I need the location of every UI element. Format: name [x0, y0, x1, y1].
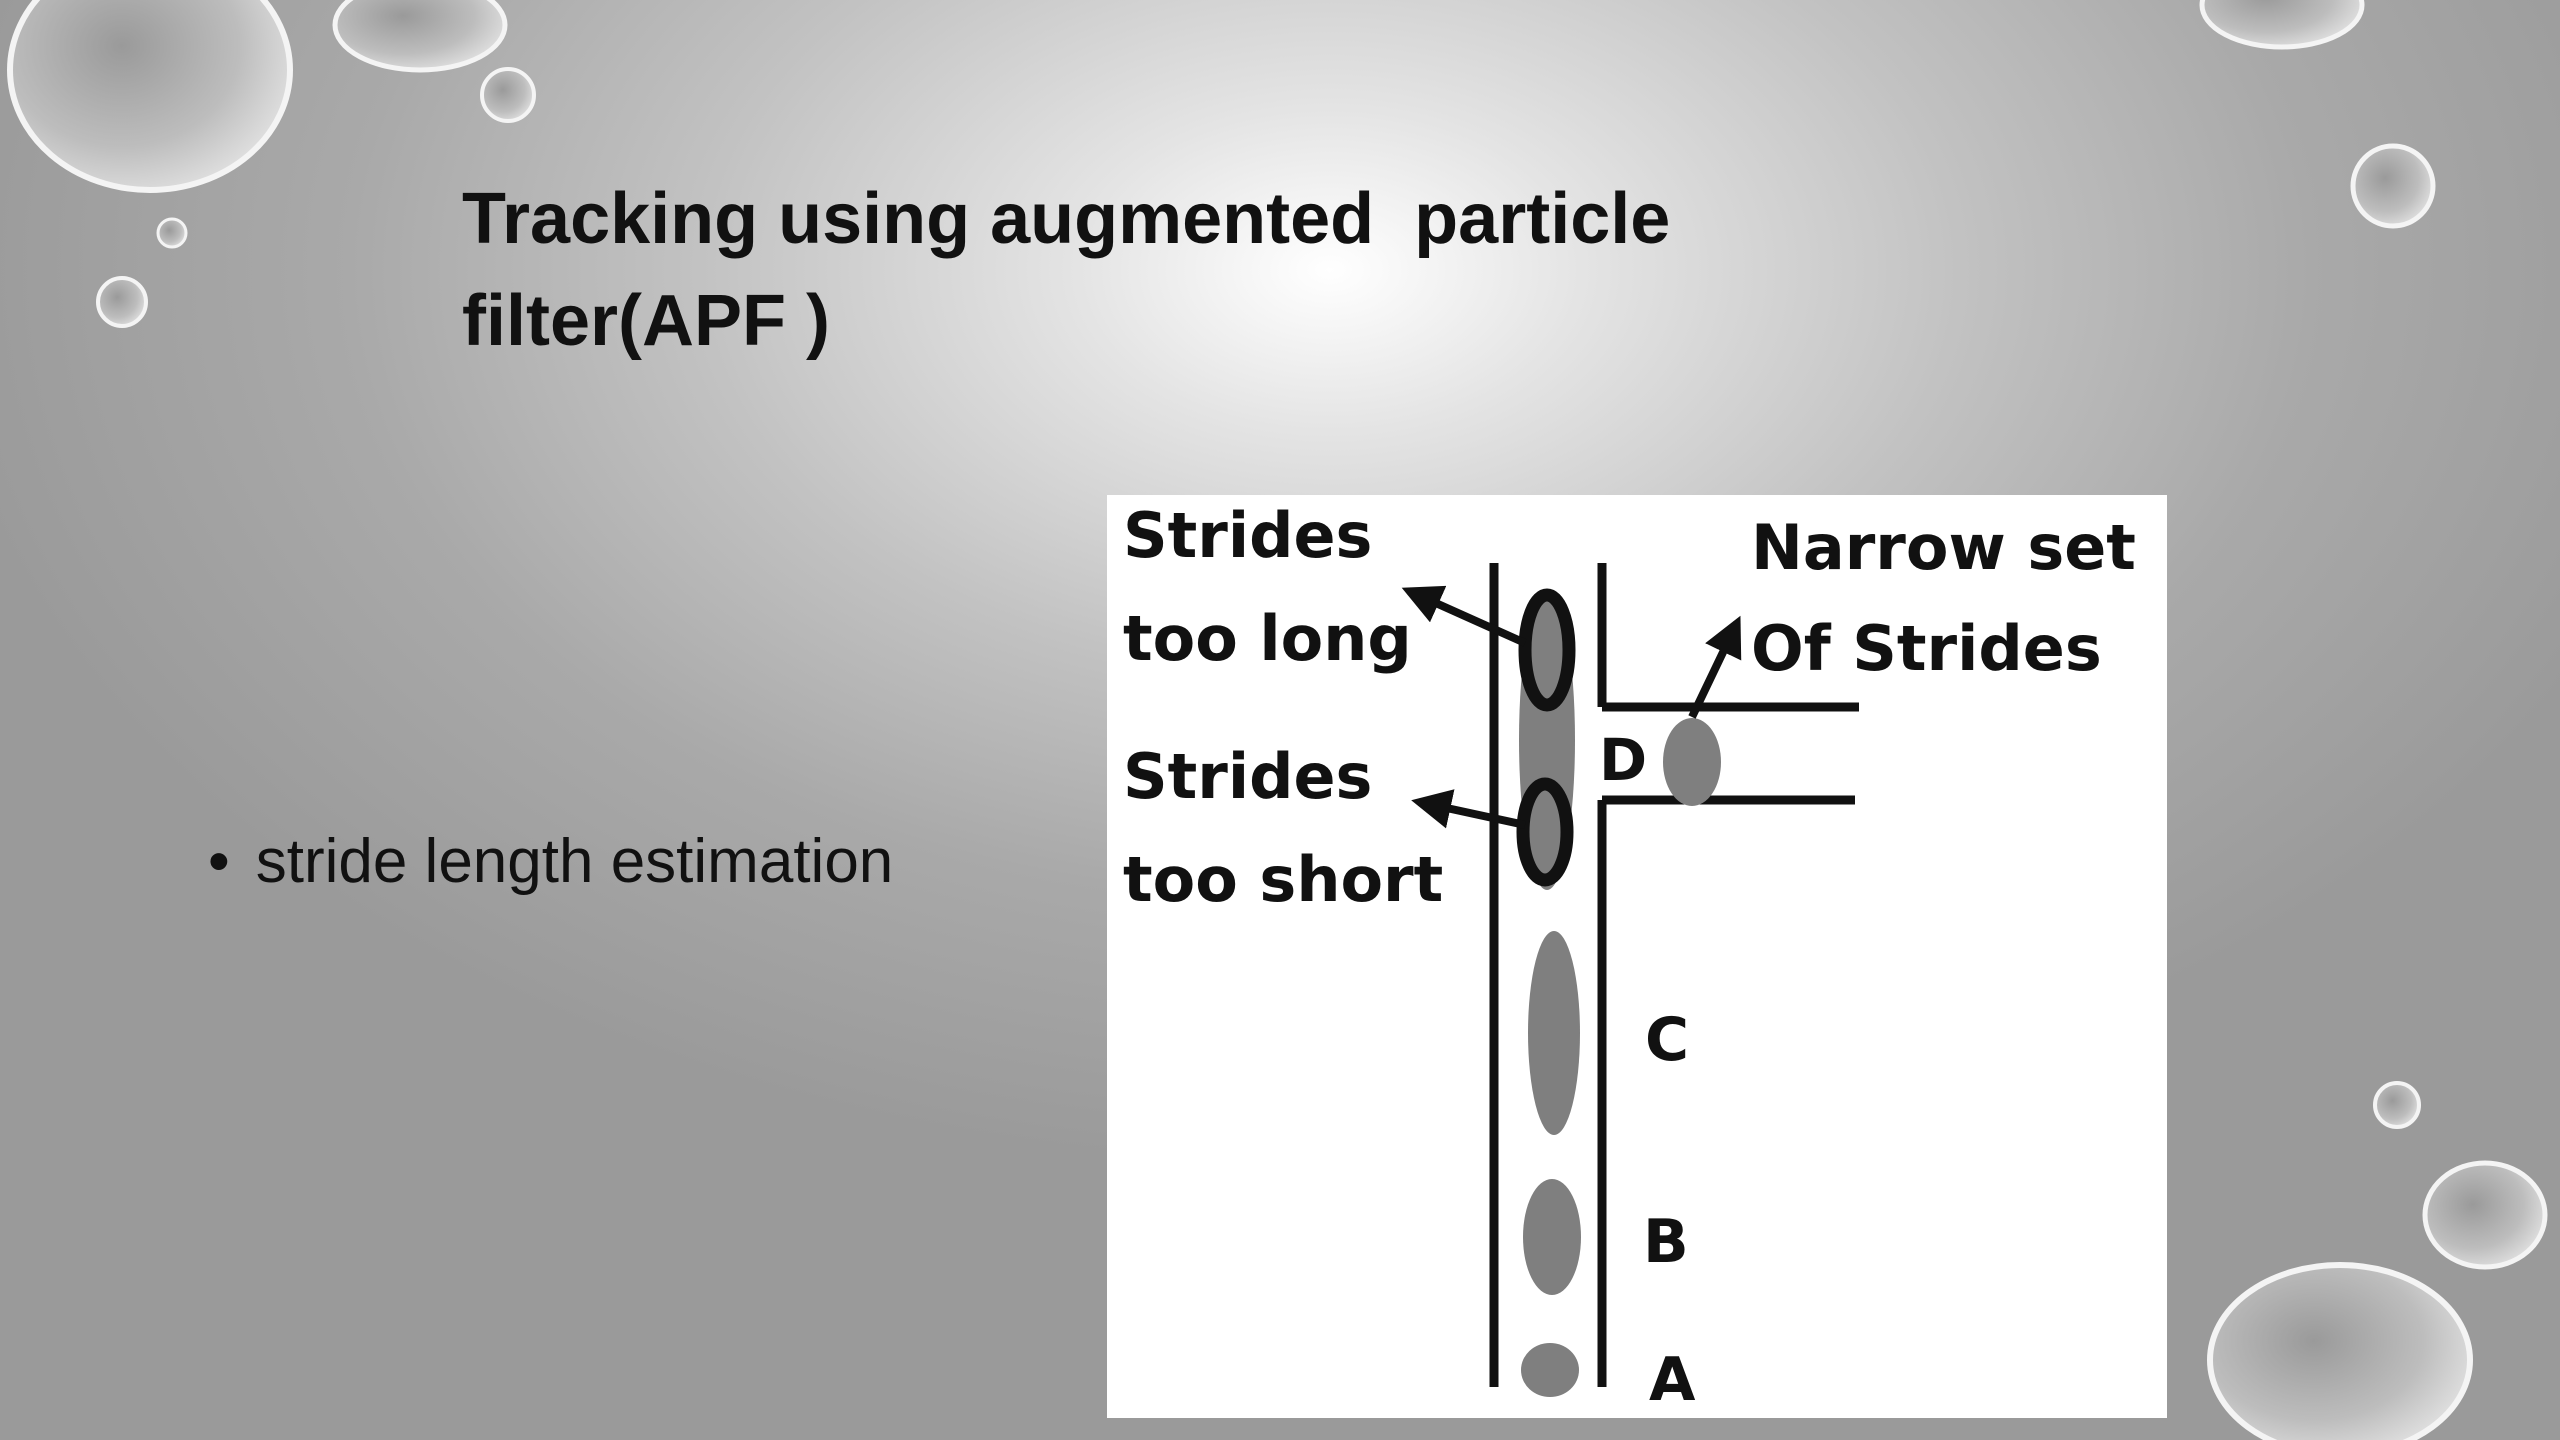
drop-top-right	[2199, 0, 2365, 50]
label-region-c: C	[1645, 1005, 1689, 1075]
ring-strides-too-short	[1516, 777, 1574, 887]
drop-right-1	[2350, 143, 2436, 229]
label-narrow-set-line-2: Of Strides	[1751, 612, 2102, 685]
label-region-b: B	[1643, 1207, 1689, 1277]
label-strides-too-long-line-1: Strides	[1123, 499, 1372, 572]
arrow-to-narrow-label	[1688, 615, 1742, 719]
arrow-to-too-long-label	[1401, 585, 1527, 647]
drop-top-left-small	[332, 0, 508, 73]
label-region-a: A	[1649, 1345, 1696, 1415]
stride-diagram: Strides too long Strides too short Narro…	[1123, 499, 2136, 1415]
slide-title: Tracking using augmented particle filter…	[462, 168, 1862, 372]
ring-strides-too-long	[1518, 588, 1576, 712]
bullet-dot: •	[208, 827, 230, 896]
label-strides-too-short-line-1: Strides	[1123, 740, 1372, 813]
drop-right-2	[2373, 1081, 2421, 1129]
arrow-to-too-short-label	[1411, 789, 1526, 829]
drop-tiny-3	[96, 276, 148, 328]
drop-tiny-2	[156, 217, 188, 249]
particle-cloud-b	[1523, 1179, 1581, 1295]
bullet-item: • stride length estimation	[208, 826, 893, 897]
slide-title-line-2: filter(APF )	[462, 281, 830, 361]
label-strides-too-short-line-2: too short	[1123, 843, 1443, 916]
label-narrow-set-line-1: Narrow set	[1751, 511, 2136, 584]
stride-diagram-panel: Strides too long Strides too short Narro…	[1107, 495, 2167, 1418]
label-region-d: D	[1599, 726, 1647, 794]
particle-cloud-d	[1663, 718, 1721, 806]
label-strides-too-long-line-2: too long	[1123, 602, 1412, 675]
particle-cloud-c	[1528, 931, 1580, 1135]
drop-tiny-1	[480, 67, 536, 123]
bullet-text: stride length estimation	[255, 827, 894, 896]
particle-cloud-a	[1521, 1343, 1579, 1397]
slide-title-line-1: Tracking using augmented particle	[462, 179, 1671, 259]
drop-bottom-right-1	[2422, 1160, 2548, 1270]
drop-bottom-right-large	[2207, 1262, 2473, 1440]
drop-top-left-large	[7, 0, 293, 193]
